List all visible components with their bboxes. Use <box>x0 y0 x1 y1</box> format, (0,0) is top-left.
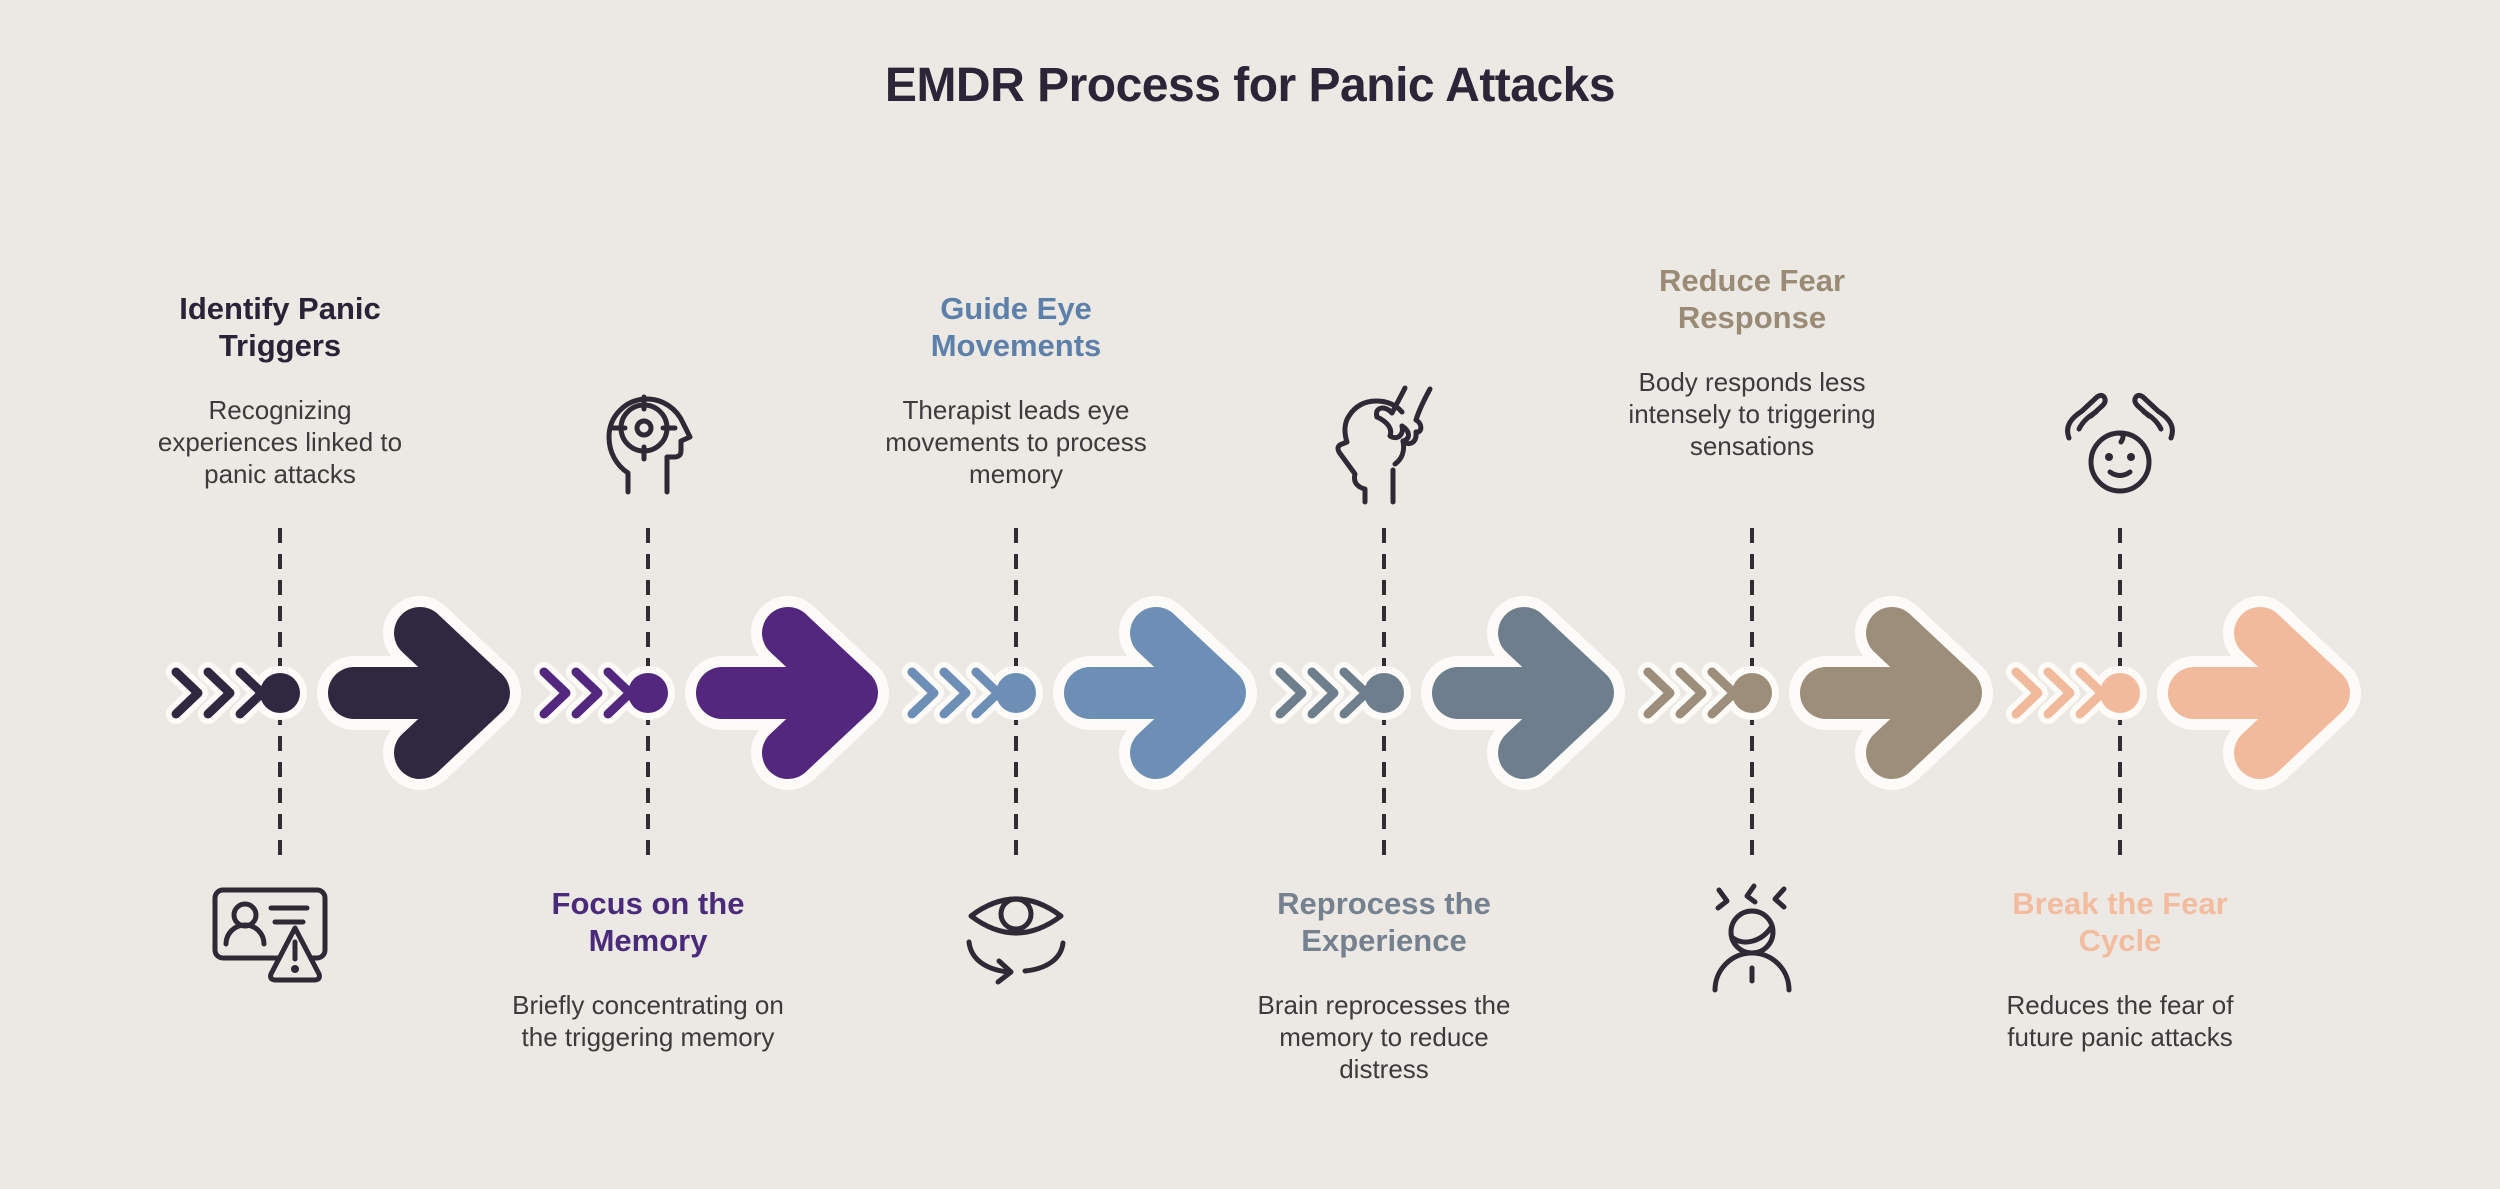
step-text: Guide Eye Movements Therapist leads eye … <box>866 290 1166 490</box>
step-heading: Guide Eye Movements <box>930 291 1102 363</box>
flow-arrow <box>2006 596 2361 790</box>
eye-movement-icon <box>955 878 1077 994</box>
step-heading: Identify Panic Triggers <box>179 291 381 363</box>
hands-care-face-icon <box>2057 376 2183 498</box>
stressed-person-icon <box>1692 878 1812 996</box>
flow-arrow <box>166 596 521 790</box>
page-title: EMDR Process for Panic Attacks <box>884 59 1616 112</box>
head-target-icon <box>588 376 708 496</box>
step-heading: Focus on the Memory <box>551 886 745 958</box>
hand-over-head-icon <box>1319 376 1449 506</box>
flow-arrow <box>1270 596 1625 790</box>
step-focus-on-the-memory: Focus on the Memory Briefly concentratin… <box>464 0 889 1189</box>
step-guide-eye-movements: Guide Eye Movements Therapist leads eye … <box>832 0 1257 1189</box>
step-break-the-fear-cycle: Break the Fear Cycle Reduces the fear of… <box>1936 0 2361 1189</box>
step-text: Reprocess the Experience Brain reprocess… <box>1234 885 1534 1085</box>
flow-arrow <box>902 596 1257 790</box>
step-description: Body responds less intensely to triggeri… <box>1628 367 1876 461</box>
step-text: Break the Fear Cycle Reduces the fear of… <box>1970 885 2270 1053</box>
flow-arrow <box>534 596 889 790</box>
step-text: Focus on the Memory Briefly concentratin… <box>498 885 798 1053</box>
step-description: Briefly concentrating on the triggering … <box>512 990 784 1052</box>
id-card-warning-icon <box>205 878 355 996</box>
step-identify-panic-triggers: Identify Panic Triggers Recognizing expe… <box>96 0 521 1189</box>
step-heading: Reprocess the Experience <box>1277 886 1491 958</box>
flow-arrow <box>1638 596 1993 790</box>
step-heading: Reduce Fear Response <box>1658 263 1846 335</box>
step-heading: Break the Fear Cycle <box>2012 886 2228 958</box>
step-description: Reduces the fear of future panic attacks <box>2006 990 2234 1052</box>
step-text: Identify Panic Triggers Recognizing expe… <box>130 290 430 490</box>
step-reprocess-the-experience: Reprocess the Experience Brain reprocess… <box>1200 0 1625 1189</box>
step-reduce-fear-response: Reduce Fear Response Body responds less … <box>1568 0 1993 1189</box>
step-description: Brain reprocesses the memory to reduce d… <box>1257 990 1511 1084</box>
step-text: Reduce Fear Response Body responds less … <box>1602 262 1902 462</box>
step-description: Recognizing experiences linked to panic … <box>157 395 403 489</box>
step-description: Therapist leads eye movements to process… <box>885 395 1147 489</box>
